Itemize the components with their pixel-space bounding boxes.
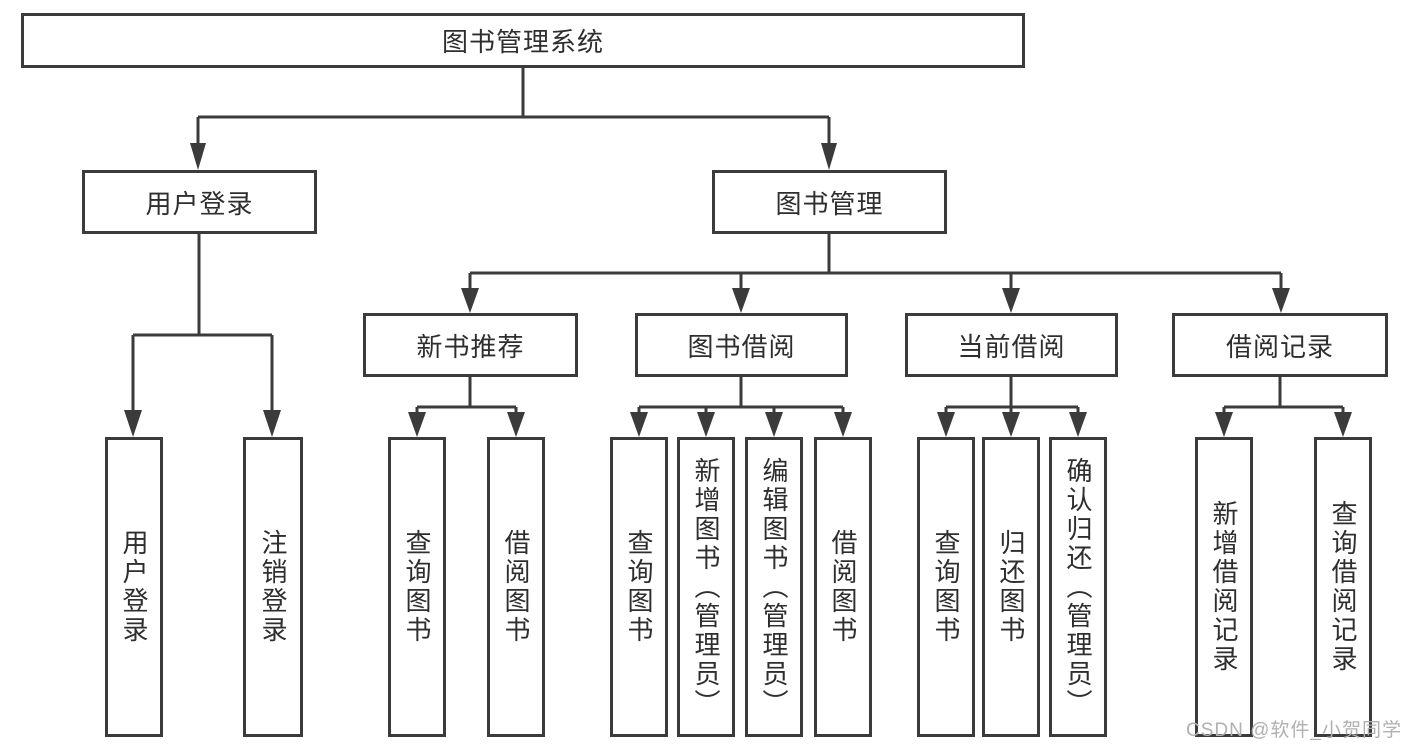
leaf-add-book-admin-label: 新增图书（管理员） [691,456,721,718]
node-book-management: 图书管理 [712,170,947,234]
node-borrow-records-label: 借阅记录 [1225,331,1334,362]
connector-new-book-recommend [408,377,525,437]
leaf-user-login: 用户登录 [105,437,163,737]
leaf-query-books-recommend: 查询图书 [388,437,446,737]
leaf-confirm-return-admin: 确认归还（管理员） [1049,437,1107,737]
node-current-borrow-label: 当前借阅 [957,331,1066,362]
leaf-return-book: 归还图书 [982,437,1040,737]
connector-user-login [124,234,281,437]
node-user-login: 用户登录 [82,170,317,234]
node-current-borrow: 当前借阅 [905,313,1118,377]
leaf-query-books-current-label: 查询图书 [931,529,961,645]
node-book-borrow: 图书借阅 [635,313,848,377]
leaf-add-borrow-record: 新增借阅记录 [1195,437,1253,737]
node-user-login-label: 用户登录 [145,188,254,219]
connector-borrow-records [1215,377,1352,437]
watermark: CSDN @软件_小贺同学 [1186,720,1402,741]
leaf-edit-book-admin: 编辑图书（管理员） [745,437,803,737]
leaf-confirm-return-admin-label: 确认归还（管理员） [1063,456,1093,718]
leaf-logout: 注销登录 [243,437,303,737]
leaf-query-books-borrow-label: 查询图书 [624,529,654,645]
leaf-query-borrow-record-label: 查询借阅记录 [1328,500,1358,674]
node-book-borrow-label: 图书借阅 [687,331,796,362]
node-book-management-label: 图书管理 [775,188,884,219]
node-new-book-recommend-label: 新书推荐 [416,331,525,362]
leaf-query-borrow-record: 查询借阅记录 [1314,437,1372,737]
connector-current-borrow [937,377,1087,437]
leaf-query-books-borrow: 查询图书 [610,437,668,737]
node-new-book-recommend: 新书推荐 [363,313,578,377]
leaf-add-book-admin: 新增图书（管理员） [677,437,735,737]
leaf-query-books-recommend-label: 查询图书 [402,529,432,645]
leaf-borrow-books-borrow: 借阅图书 [814,437,872,737]
leaf-borrow-books-recommend-label: 借阅图书 [501,529,531,645]
leaf-return-book-label: 归还图书 [996,529,1026,645]
leaf-user-login-label: 用户登录 [119,529,149,645]
leaf-borrow-books-recommend: 借阅图书 [487,437,545,737]
leaf-logout-label: 注销登录 [258,529,288,645]
node-root-label: 图书管理系统 [441,27,604,57]
connector-root [190,68,837,170]
leaf-borrow-books-borrow-label: 借阅图书 [828,529,858,645]
node-root: 图书管理系统 [21,13,1025,68]
node-borrow-records: 借阅记录 [1172,313,1388,377]
leaf-add-borrow-record-label: 新增借阅记录 [1209,500,1239,674]
leaf-query-books-current: 查询图书 [917,437,975,737]
connector-book-management [461,234,1290,313]
connector-book-borrow [630,377,852,437]
leaf-edit-book-admin-label: 编辑图书（管理员） [759,456,789,718]
